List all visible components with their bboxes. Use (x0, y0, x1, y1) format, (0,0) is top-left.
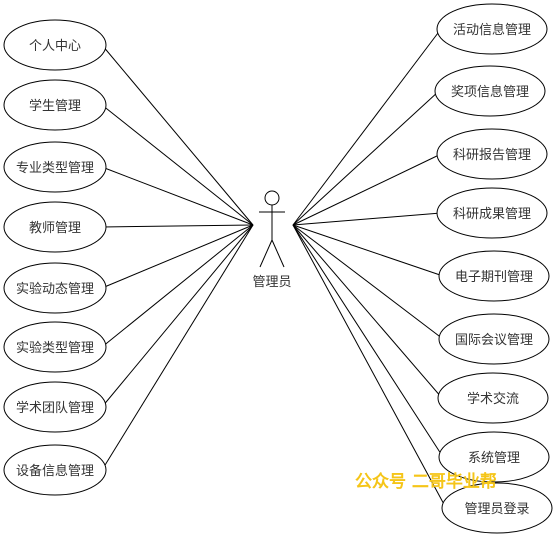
use-case-label: 学术交流 (467, 391, 519, 407)
use-case-ellipse (3, 444, 107, 496)
use-case-ellipses: 个人中心学生管理专业类型管理教师管理实验动态管理实验类型管理学术团队管理设备信息… (3, 3, 553, 534)
use-case-right-8: 系统管理 (438, 431, 550, 483)
use-case-label: 系统管理 (468, 451, 520, 466)
use-case-label: 实验类型管理 (16, 340, 94, 356)
association-line (101, 224, 254, 408)
use-case-ellipse (441, 482, 553, 534)
use-case-left-3: 专业类型管理 (3, 141, 107, 193)
actor-label: 管理员 (252, 275, 291, 290)
use-case-left-1: 个人中心 (3, 19, 107, 71)
association-line (292, 90, 440, 226)
association-line (101, 44, 254, 226)
use-case-ellipse (438, 313, 550, 365)
use-case-label: 电子期刊管理 (455, 270, 533, 285)
use-case-ellipse (434, 65, 546, 117)
use-case-ellipse (436, 128, 548, 180)
actor-head (264, 190, 280, 206)
use-case-label: 教师管理 (29, 220, 81, 236)
watermark: 公众号 二哥毕业帮 (355, 471, 497, 492)
use-case-right-7: 学术交流 (437, 372, 549, 424)
association-line (101, 224, 254, 228)
use-case-ellipse (3, 141, 107, 193)
use-case-label: 管理员登录 (464, 502, 529, 517)
association-line (101, 104, 254, 226)
use-case-right-1: 活动信息管理 (436, 3, 548, 55)
association-line (292, 212, 442, 226)
use-case-right-2: 奖项信息管理 (434, 65, 546, 117)
use-case-label: 设备信息管理 (16, 463, 94, 479)
association-line (101, 166, 254, 226)
use-case-label: 专业类型管理 (16, 161, 94, 176)
use-case-right-3: 科研报告管理 (436, 128, 548, 180)
use-case-left-2: 学生管理 (3, 79, 107, 131)
association-line (292, 153, 442, 226)
association-line (101, 224, 254, 289)
association-line (292, 224, 444, 340)
use-case-ellipse (3, 321, 107, 373)
association-line (292, 224, 447, 509)
use-case-label: 学生管理 (29, 98, 81, 114)
actor-left-leg (259, 239, 273, 268)
use-case-left-7: 学术团队管理 (3, 381, 107, 433)
use-case-ellipse (436, 3, 548, 55)
use-case-ellipse (3, 201, 107, 253)
use-case-label: 活动信息管理 (453, 22, 531, 38)
actor-right-leg (271, 239, 285, 268)
use-case-ellipse (3, 19, 107, 71)
use-case-ellipse (437, 372, 549, 424)
use-case-left-4: 教师管理 (3, 201, 107, 253)
association-line (292, 224, 444, 458)
use-case-ellipse (438, 250, 550, 302)
use-case-label: 个人中心 (29, 39, 81, 54)
use-case-ellipse (3, 262, 107, 314)
use-case-ellipse (436, 187, 548, 239)
use-case-label: 国际会议管理 (455, 333, 533, 348)
use-case-label: 科研报告管理 (453, 148, 531, 163)
association-lines (101, 28, 447, 509)
use-case-label: 实验动态管理 (16, 281, 94, 297)
use-case-ellipse (438, 431, 550, 483)
association-line (101, 224, 254, 471)
use-case-ellipse (3, 381, 107, 433)
use-case-right-5: 电子期刊管理 (438, 250, 550, 302)
use-case-right-6: 国际会议管理 (438, 313, 550, 365)
use-case-label: 奖项信息管理 (451, 84, 529, 100)
association-line (292, 28, 442, 226)
association-line (292, 224, 444, 277)
use-case-right-9: 管理员登录 (441, 482, 553, 534)
use-case-ellipse (3, 79, 107, 131)
association-line (101, 224, 254, 348)
use-case-label: 学术团队管理 (16, 400, 94, 416)
use-case-left-8: 设备信息管理 (3, 444, 107, 496)
use-case-left-6: 实验类型管理 (3, 321, 107, 373)
use-case-right-4: 科研成果管理 (436, 187, 548, 239)
use-case-label: 科研成果管理 (453, 207, 531, 222)
actor: 管理员 (252, 190, 292, 290)
association-line (292, 224, 443, 399)
use-case-left-5: 实验动态管理 (3, 262, 107, 314)
